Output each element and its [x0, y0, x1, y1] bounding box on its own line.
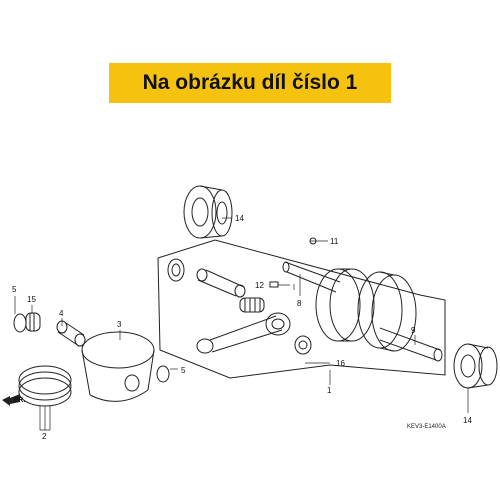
svg-text:FR.: FR.	[14, 397, 25, 404]
woodruff-key	[269, 281, 279, 288]
callout-3: 3	[117, 320, 122, 329]
callout-15: 15	[27, 295, 36, 304]
piston-pin	[56, 320, 86, 347]
piston-rings	[18, 365, 72, 407]
washer	[294, 335, 312, 355]
callout-16: 16	[336, 359, 345, 368]
bearing-right	[453, 343, 498, 389]
circlip-right	[156, 365, 170, 383]
callout-9: 9	[411, 326, 416, 335]
callout-8: 8	[297, 299, 302, 308]
callout-4: 4	[59, 309, 64, 318]
leader-lines	[14, 217, 469, 431]
crank-pin	[196, 268, 246, 298]
callout-5-right: 5	[181, 366, 186, 375]
small-end-bearing	[25, 312, 41, 332]
callout-5-left: 5	[12, 285, 17, 294]
callout-11: 11	[330, 237, 339, 246]
circlip-left	[13, 313, 27, 333]
part-banner: Na obrázku díl číslo 1	[109, 63, 391, 103]
callout-14-right: 14	[463, 416, 472, 425]
front-arrow-icon: FR.	[2, 394, 25, 406]
assembly-outline	[157, 239, 446, 379]
callout-12: 12	[255, 281, 264, 290]
piston	[81, 331, 155, 402]
needle-bearing	[239, 297, 265, 313]
callout-2: 2	[42, 432, 47, 441]
callout-1: 1	[327, 386, 332, 395]
connecting-rod	[196, 312, 291, 354]
crankshaft	[282, 261, 443, 362]
bearing-top	[183, 185, 233, 239]
callout-14-top: 14	[235, 214, 244, 223]
diagram-code: KEV3-E1400A	[407, 424, 446, 430]
crank-ring	[167, 258, 185, 282]
